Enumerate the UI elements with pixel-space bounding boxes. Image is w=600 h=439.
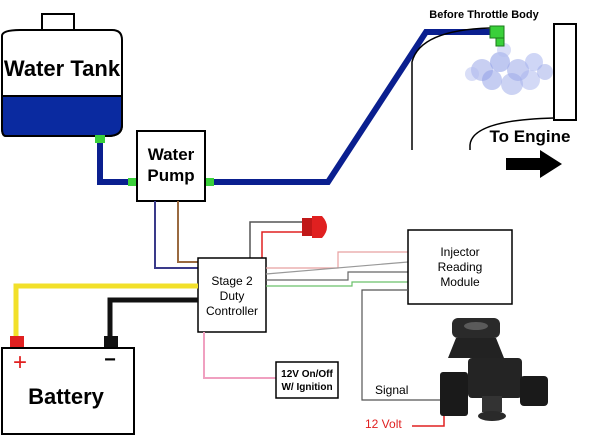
stage-2-duty-controller: Stage 2 Duty Controller — [197, 257, 267, 333]
module-wire-dark — [266, 271, 408, 281]
module-wire-green — [266, 281, 408, 287]
throttle-body — [553, 23, 577, 121]
ignition-label-line1: 12V On/Off — [281, 369, 333, 380]
to-engine-arrow-icon — [506, 150, 562, 178]
controller-label-line1: Stage 2 — [211, 274, 253, 288]
pump-outlet-fitting — [204, 178, 214, 186]
fuel-injector-icon — [440, 318, 548, 421]
module-label-line3: Module — [440, 275, 480, 289]
ignition-label-line2: W/ Ignition — [281, 382, 332, 393]
ignition-source: 12V On/Off W/ Ignition — [275, 361, 339, 399]
water-hose — [97, 29, 492, 185]
negative-terminal — [104, 336, 118, 348]
tank-cap — [41, 13, 75, 31]
water-pump-label-line2: Pump — [147, 166, 194, 185]
battery: + − Battery — [1, 336, 135, 435]
led-indicator-icon — [302, 216, 327, 238]
pump-wire-navy — [154, 201, 200, 269]
module-wire-grey — [265, 261, 409, 275]
module-label-line2: Reading — [438, 260, 483, 274]
tank-water-level — [0, 95, 123, 137]
module-wire-pink — [266, 251, 408, 269]
battery-minus-sign: − — [104, 349, 116, 371]
to-engine-label: To Engine — [490, 127, 571, 146]
water-tank-label: Water Tank — [4, 56, 121, 81]
signal-label: Signal — [375, 383, 408, 397]
twelve-volt-wire — [412, 410, 445, 427]
positive-terminal — [10, 336, 24, 348]
pump-inlet-fitting — [128, 178, 138, 186]
tank-outlet-fitting — [95, 135, 105, 143]
module-label-line1: Injector — [440, 245, 479, 259]
controller-label-line2: Duty — [220, 289, 245, 303]
spray-nozzle — [489, 25, 505, 47]
before-throttle-body-label: Before Throttle Body — [429, 9, 539, 21]
controller-label-line3: Controller — [206, 304, 258, 318]
twelve-volt-label: 12 Volt — [365, 417, 402, 431]
water-spray-mist — [465, 43, 553, 95]
water-pump: Water Pump — [136, 130, 206, 202]
led-wire-dark — [249, 221, 302, 258]
ignition-wire — [203, 332, 276, 379]
intake-elbow — [411, 23, 577, 150]
battery-label: Battery — [28, 384, 105, 409]
positive-wire — [13, 283, 198, 340]
signal-wire — [361, 289, 440, 401]
negative-wire — [107, 297, 198, 340]
water-tank: Water Tank — [0, 13, 123, 137]
injector-reading-module: Injector Reading Module — [407, 229, 513, 305]
led-wire-red — [261, 231, 302, 258]
battery-plus-sign: + — [13, 349, 27, 376]
pump-wire-brown — [177, 201, 200, 263]
water-pump-label-line1: Water — [148, 145, 195, 164]
